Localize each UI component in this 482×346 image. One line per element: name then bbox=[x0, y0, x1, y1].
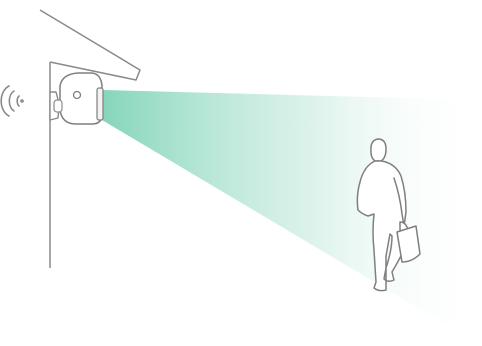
shopping-bag bbox=[397, 226, 420, 262]
detection-beam bbox=[102, 90, 482, 346]
camera-body bbox=[60, 73, 102, 124]
camera-front-face bbox=[97, 88, 103, 120]
security-camera-icon bbox=[50, 73, 103, 124]
person-head bbox=[371, 139, 386, 161]
wireless-signal-icon bbox=[1, 86, 24, 116]
roof-eave bbox=[40, 10, 140, 80]
camera-joint bbox=[54, 100, 62, 112]
